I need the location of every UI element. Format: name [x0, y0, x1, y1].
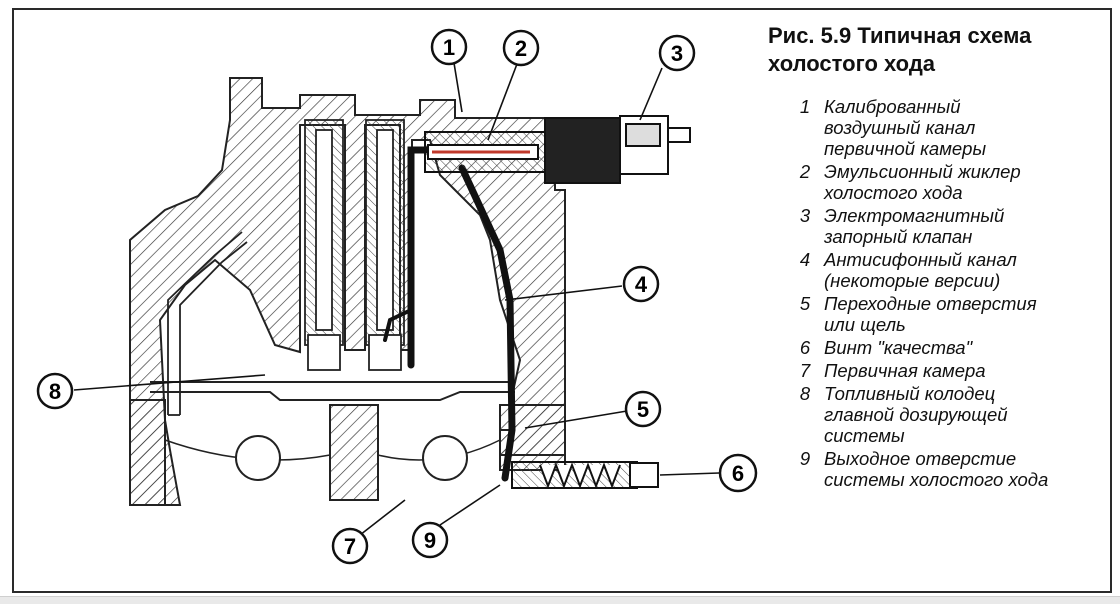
emulsion-tubes	[304, 119, 405, 371]
figure-frame	[12, 8, 1112, 593]
callout-4: 4	[622, 265, 660, 303]
legend-item-text: запорный клапан	[824, 226, 973, 247]
throttle-shafts	[235, 435, 468, 481]
legend-item-text: Калиброванный	[824, 96, 961, 117]
callout-4-label: 4	[635, 272, 648, 297]
caption-line-2: холостого хода	[768, 51, 936, 76]
callout-9: 9	[411, 521, 449, 559]
legend-item-number: 3	[799, 205, 811, 226]
legend-item-number: 4	[799, 249, 811, 270]
callout-3-label: 3	[671, 41, 683, 66]
legend-item-text: холостого хода	[824, 182, 963, 203]
legend-item-text: системы холостого хода	[824, 469, 1049, 490]
callout-1-label: 1	[443, 35, 455, 60]
callout-6: 6	[718, 453, 758, 493]
legend-item-text: (некоторые версии)	[824, 270, 1001, 291]
legend-item-text: главной дозирующей	[824, 404, 1008, 425]
callout-5-label: 5	[637, 397, 649, 422]
callout-7-label: 7	[344, 534, 356, 559]
legend-item-8: 8 Топливный колодец главной дозирующей с…	[795, 383, 1115, 446]
legend-item-text: воздушный канал	[824, 117, 976, 138]
legend-item-2: 2 Эмульсионный жиклер холостого хода	[795, 161, 1115, 203]
legend-item-text: Выходное отверстие	[824, 448, 1017, 469]
callout-leaders	[73, 62, 720, 536]
legend-item-7: 7 Первичная камера	[795, 360, 1115, 381]
callout-7: 7	[331, 527, 369, 565]
legend-item-text: системы	[824, 425, 905, 446]
legend-item-6: 6 Винт "качества"	[795, 337, 1115, 358]
legend-item-number: 5	[799, 293, 811, 314]
legend-item-text: или щель	[824, 314, 906, 335]
legend-list: 1 Калиброванный воздушный канал первично…	[795, 96, 1115, 492]
legend-item-number: 9	[799, 448, 811, 469]
legend-item-text: Антисифонный канал	[824, 249, 1017, 270]
callout-2: 2	[502, 29, 540, 67]
legend-item-text: Первичная камера	[824, 360, 986, 381]
legend-item-number: 8	[799, 383, 811, 404]
legend-item-text: Эмульсионный жиклер	[824, 161, 1021, 182]
carburetor-cross-section-drawing: 1 2 3 4 5 6 7 8	[36, 28, 758, 565]
legend-item-1: 1 Калиброванный воздушный канал первично…	[795, 96, 1115, 159]
legend-item-3: 3 Электромагнитный запорный клапан	[795, 205, 1115, 247]
callout-8: 8	[36, 372, 74, 410]
callout-2-label: 2	[515, 36, 527, 61]
callout-5: 5	[624, 390, 662, 428]
page-bottom-strip	[0, 596, 1120, 604]
legend-item-text: Топливный колодец	[824, 383, 996, 404]
callout-8-label: 8	[49, 379, 61, 404]
caption-line-1: Рис. 5.9 Типичная схема	[768, 23, 1032, 48]
legend-item-number: 2	[799, 161, 811, 182]
legend-item-text: Электромагнитный	[824, 205, 1005, 226]
callout-1: 1	[430, 28, 468, 66]
callout-3: 3	[658, 34, 696, 72]
lower-body	[129, 381, 566, 506]
legend-item-4: 4 Антисифонный канал (некоторые версии)	[795, 249, 1115, 291]
legend-item-text: первичной камеры	[824, 138, 987, 159]
legend-item-number: 6	[799, 337, 811, 358]
figure-caption: Рис. 5.9 Типичная схема холостого хода	[768, 22, 1108, 78]
legend-item-text: Переходные отверстия	[824, 293, 1037, 314]
legend-item-number: 1	[799, 96, 811, 117]
callout-6-label: 6	[732, 461, 744, 486]
legend-item-text: Винт "качества"	[824, 337, 973, 358]
legend-item-5: 5 Переходные отверстия или щель	[795, 293, 1115, 335]
legend-item-number: 7	[799, 360, 811, 381]
fuel-well-wall	[167, 231, 248, 416]
solenoid-valve	[424, 115, 691, 184]
mixture-screw	[511, 461, 659, 489]
legend-item-9: 9 Выходное отверстие системы холостого х…	[795, 448, 1115, 490]
callout-9-label: 9	[424, 528, 436, 553]
